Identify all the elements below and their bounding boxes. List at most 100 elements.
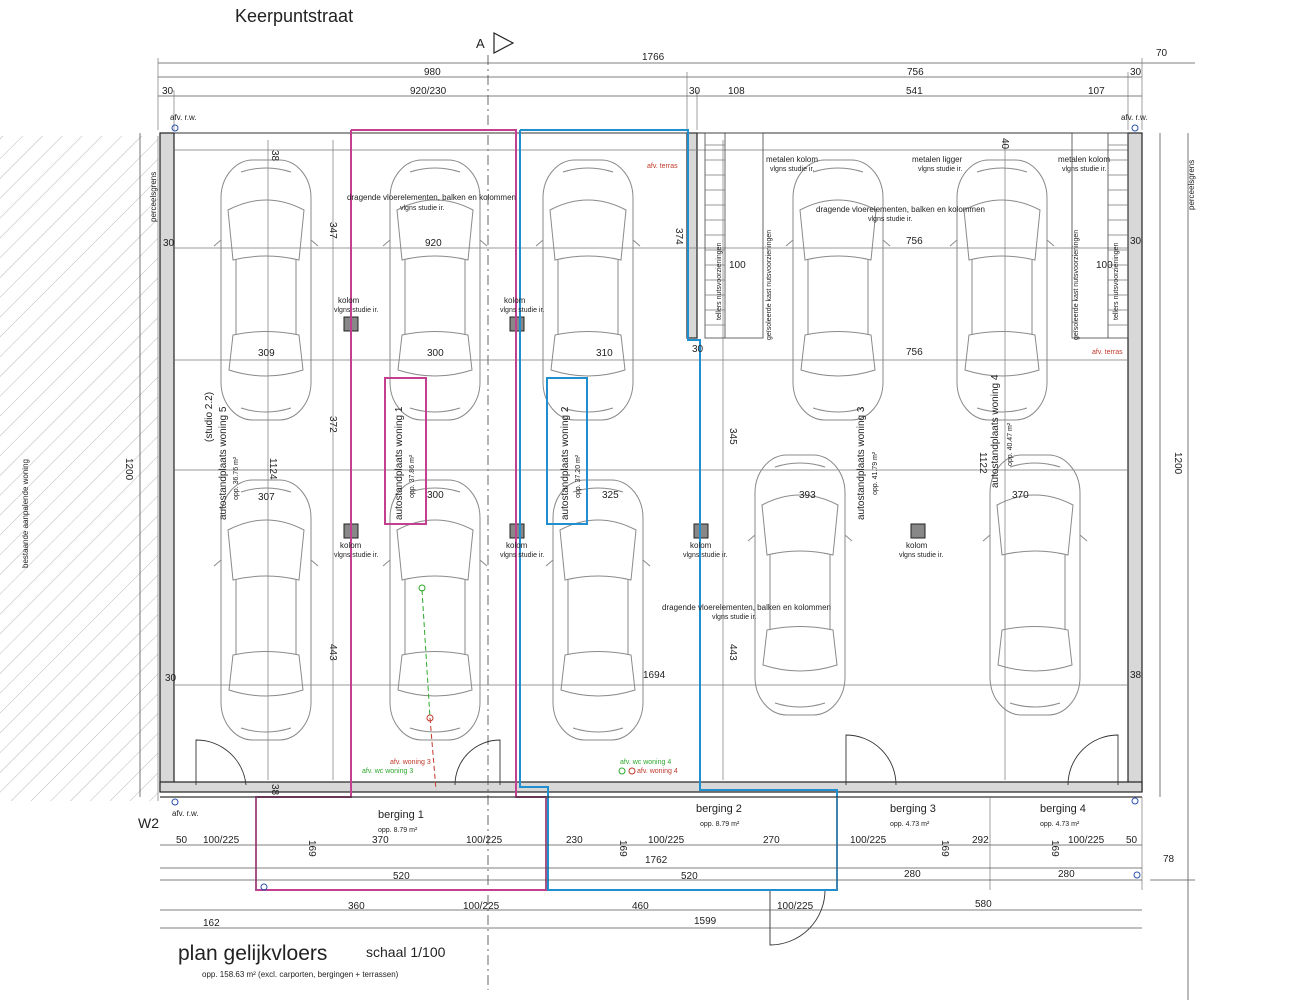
interior-lines bbox=[174, 140, 1128, 780]
car-6 bbox=[213, 479, 319, 741]
dim-b580: 580 bbox=[975, 899, 992, 910]
plan-title: plan gelijkvloers bbox=[178, 942, 327, 965]
berging-2-area: opp. 8.79 m² bbox=[700, 821, 740, 828]
dim-right-small: 30 bbox=[1130, 67, 1142, 78]
dim-right-part: 756 bbox=[907, 67, 924, 78]
dim-443b: 443 bbox=[727, 644, 738, 661]
vigns-mk2: vlgns studie ir. bbox=[1062, 166, 1106, 173]
dim-30r1: 30 bbox=[1130, 236, 1142, 247]
dim-374: 374 bbox=[673, 228, 684, 245]
dim-325: 325 bbox=[602, 490, 619, 501]
kolom-5: kolom bbox=[690, 541, 712, 550]
label-afv-rw-tr: afv. r.w. bbox=[1121, 113, 1148, 122]
dim-30l2: 30 bbox=[165, 673, 177, 684]
afv-wc-woning3: afv. wc woning 3 bbox=[362, 768, 413, 775]
section-marker: A bbox=[476, 32, 515, 990]
berging-4: berging 4 bbox=[1040, 803, 1086, 815]
car-10 bbox=[982, 454, 1088, 716]
dim-b169d: 169 bbox=[1049, 840, 1060, 857]
asp-w3: autostandplaats woning 3 bbox=[856, 406, 867, 520]
dim-b1762: 1762 bbox=[645, 855, 668, 866]
dim-b100-225a: 100/225 bbox=[203, 835, 240, 846]
dim-30m: 30 bbox=[692, 344, 704, 355]
afv-woning4: afv. woning 4 bbox=[637, 768, 678, 775]
plan-scale: schaal 1/100 bbox=[366, 944, 446, 960]
rainwater-drains bbox=[171, 124, 1141, 891]
vigns-k3: vlgns studie ir. bbox=[334, 552, 378, 559]
vigns-k1: vlgns studie ir. bbox=[334, 307, 378, 314]
opp-w5: opp. 36.76 m² bbox=[233, 456, 240, 500]
dim-300b: 300 bbox=[427, 490, 444, 501]
doors bbox=[195, 734, 1119, 946]
vigns-mk1: vlgns studie ir. bbox=[770, 166, 814, 173]
woning2-outline bbox=[519, 129, 838, 891]
dim-756b: 756 bbox=[906, 347, 923, 358]
afv-woning3: afv. woning 3 bbox=[390, 759, 431, 766]
dim-b230: 230 bbox=[566, 835, 583, 846]
opp-w2: opp. 37.20 m² bbox=[575, 454, 582, 498]
berging-3: berging 3 bbox=[890, 803, 936, 815]
vigns-d1: vlgns studie ir. bbox=[400, 205, 444, 212]
berging-3-area: opp. 4.73 m² bbox=[890, 821, 930, 828]
dim-541: 541 bbox=[906, 86, 923, 97]
dim-30a: 30 bbox=[162, 86, 174, 97]
afv-terras-1: afv. terras bbox=[647, 163, 678, 170]
plan-area: opp. 158.63 m² (excl. carporten, berging… bbox=[202, 970, 399, 979]
building-walls bbox=[159, 132, 1143, 793]
dim-38r: 38 bbox=[1130, 670, 1142, 681]
asp-w2: autostandplaats woning 2 bbox=[560, 406, 571, 520]
labels: afv. r.w. afv. r.w. afv. r.w. W2 perceel… bbox=[21, 113, 1196, 831]
dim-40: 40 bbox=[999, 138, 1010, 150]
footer: plan gelijkvloers schaal 1/100 opp. 158.… bbox=[178, 942, 446, 979]
label-afv-rw-tl: afv. r.w. bbox=[170, 113, 197, 122]
staircase-right bbox=[1071, 132, 1129, 339]
kolom-2: kolom bbox=[504, 296, 526, 305]
vigns-k5: vlgns studie ir. bbox=[683, 552, 727, 559]
dim-b78: 78 bbox=[1163, 854, 1175, 865]
dim-right-margin: 70 bbox=[1156, 48, 1168, 59]
dim-b520b: 520 bbox=[681, 871, 698, 882]
afv-wc-woning4: afv. wc woning 4 bbox=[620, 759, 671, 766]
car-4 bbox=[785, 159, 891, 421]
dim-108: 108 bbox=[728, 86, 745, 97]
dim-30l1: 30 bbox=[163, 238, 175, 249]
dragende-1: dragende vloerelementen, balken en kolom… bbox=[347, 193, 516, 202]
vigns-k6: vlgns studie ir. bbox=[899, 552, 943, 559]
opp-w1: opp. 37.86 m² bbox=[409, 454, 416, 498]
dim-309: 309 bbox=[258, 348, 275, 359]
dim-b100-225d: 100/225 bbox=[850, 835, 887, 846]
vigns-k4: vlgns studie ir. bbox=[500, 552, 544, 559]
dim-b100-225g: 100/225 bbox=[777, 901, 814, 912]
dim-347: 347 bbox=[327, 222, 338, 239]
side-dimension-lines bbox=[139, 133, 1189, 1000]
neighbour-hatch bbox=[0, 136, 158, 801]
studio-label: (studio 2.2) bbox=[204, 392, 215, 442]
section-marker-label: A bbox=[476, 36, 485, 51]
dim-307: 307 bbox=[258, 492, 275, 503]
dim-b100-225b: 100/225 bbox=[466, 835, 503, 846]
berging-4-area: opp. 4.73 m² bbox=[1040, 821, 1080, 828]
afv-terras-2: afv. terras bbox=[1092, 349, 1123, 356]
dim-b169c: 169 bbox=[939, 840, 950, 857]
opp-w3: opp. 41.79 m² bbox=[872, 451, 879, 495]
berging-2: berging 2 bbox=[696, 803, 742, 815]
dim-372: 372 bbox=[327, 416, 338, 433]
kolom-1: kolom bbox=[338, 296, 360, 305]
dim-b169b: 169 bbox=[617, 840, 628, 857]
geisoleerde-2: geïsoleerde kast nutsvoorzieningen bbox=[1073, 230, 1080, 340]
dim-300a: 300 bbox=[427, 348, 444, 359]
opp-w4: opp. 40.47 m² bbox=[1007, 422, 1014, 466]
bottom-dimension-lines bbox=[160, 844, 1195, 929]
street-name: Keerpuntstraat bbox=[235, 6, 353, 26]
dim-1122: 1122 bbox=[977, 452, 988, 474]
dim-345: 345 bbox=[727, 428, 738, 445]
metalen-kolom-1: metalen kolom bbox=[766, 155, 818, 164]
dim-1694: 1694 bbox=[643, 670, 666, 681]
dim-310: 310 bbox=[596, 348, 613, 359]
dim-b270: 270 bbox=[763, 835, 780, 846]
label-afv-rw-bl: afv. r.w. bbox=[172, 809, 199, 818]
drain-line bbox=[418, 584, 636, 791]
dim-b162: 162 bbox=[203, 918, 220, 929]
dim-100a: 100 bbox=[729, 260, 746, 271]
asp-w4: autostandplaats woning 4 bbox=[990, 374, 1001, 488]
